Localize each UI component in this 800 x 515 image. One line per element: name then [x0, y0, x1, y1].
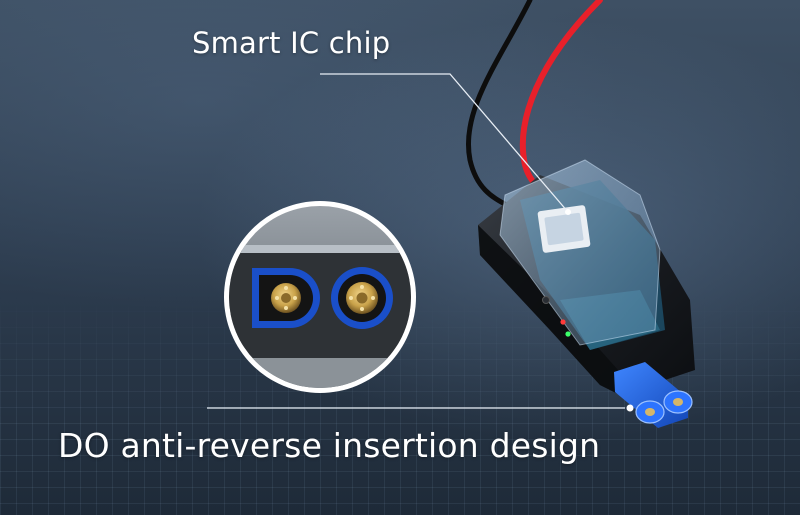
callout-lines [207, 73, 625, 409]
ec5-connector [614, 362, 693, 428]
led-red [560, 319, 566, 325]
smart-ic-chip-label: Smart IC chip [192, 26, 391, 60]
anti-reverse-design-label: DO anti-reverse insertion design [58, 426, 601, 465]
ic-chip [537, 205, 591, 253]
led-green [565, 331, 571, 337]
connector-callout-dot [626, 404, 634, 412]
smart-module [478, 159, 695, 395]
chip-callout-dot [565, 209, 571, 215]
o-socket [331, 267, 393, 329]
d-socket [252, 268, 320, 328]
button-dot [542, 296, 550, 304]
connector-zoom-circle [224, 201, 416, 393]
chip-callout-line [320, 73, 569, 213]
